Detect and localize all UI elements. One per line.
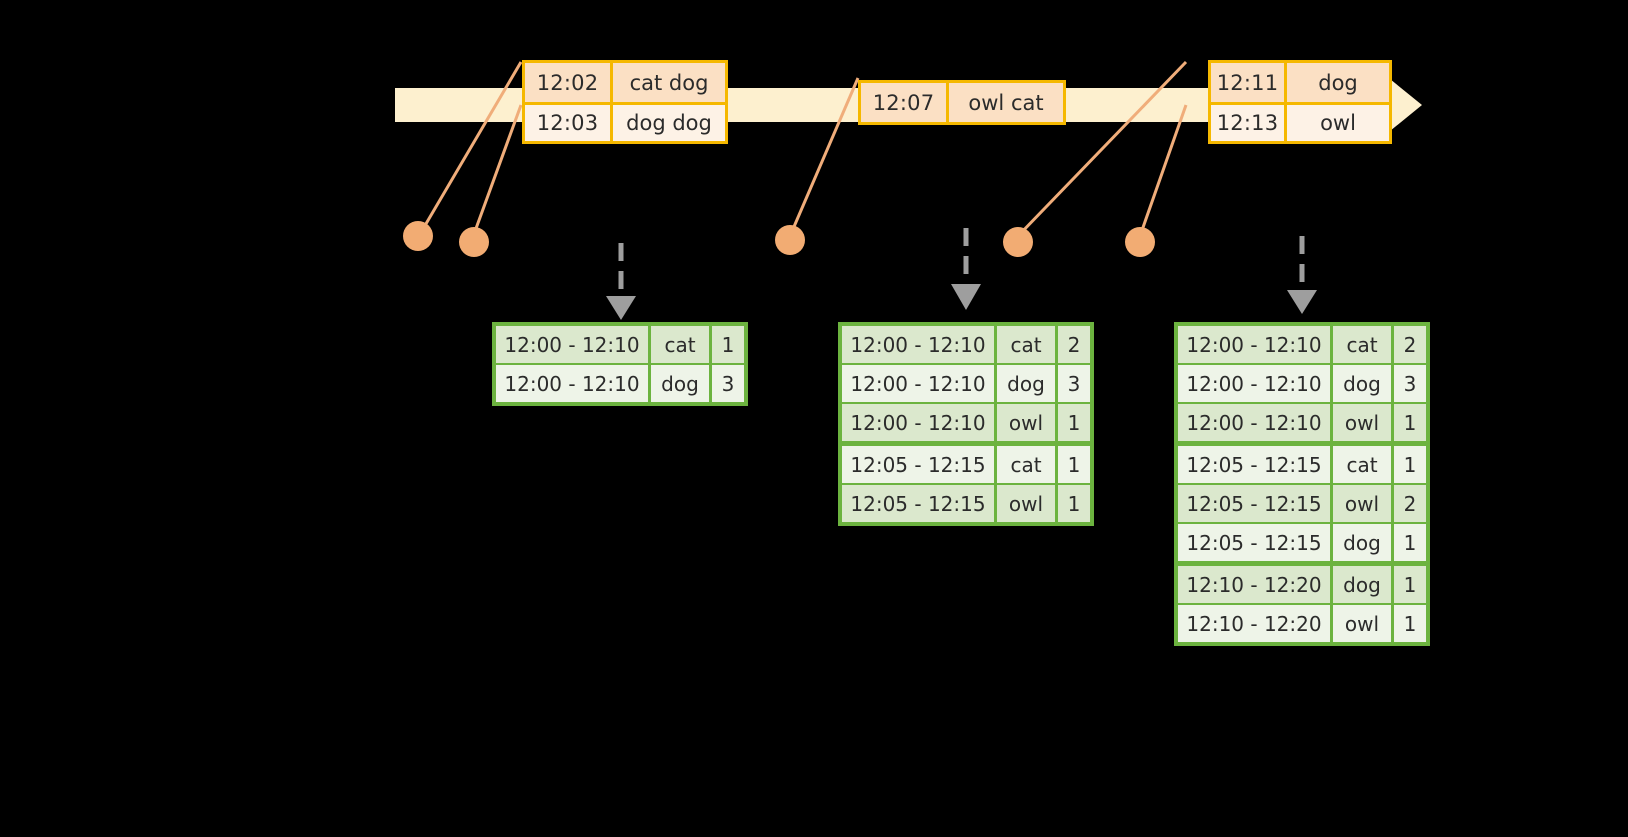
cell-word: cat [651, 326, 709, 363]
cell-window: 12:10 - 12:20 [1178, 566, 1330, 603]
event-group-3[interactable]: 12:11 dog 12:13 owl [1208, 60, 1392, 144]
cell-window: 12:00 - 12:10 [1178, 326, 1330, 363]
cell-count: 3 [1058, 365, 1090, 402]
event-dot-4 [1003, 227, 1033, 257]
cell-window: 12:05 - 12:15 [1178, 446, 1330, 483]
cell-count: 1 [1394, 566, 1426, 603]
cell-word: dog [651, 365, 709, 402]
cell-word: cat [1333, 326, 1391, 363]
cell-count: 3 [712, 365, 744, 402]
cell-word: cat [997, 446, 1055, 483]
cell-window: 12:05 - 12:15 [842, 485, 994, 522]
trigger-arrowheads [606, 284, 1317, 320]
event-group-1[interactable]: 12:02 cat dog 12:03 dog dog [522, 60, 728, 144]
event-text: owl [1320, 111, 1356, 135]
cell-word: owl [997, 404, 1055, 441]
event-row[interactable]: 12:13 owl [1211, 102, 1389, 141]
cell-window: 12:05 - 12:15 [842, 446, 994, 483]
event-dot-1 [403, 221, 433, 251]
cell-count: 2 [1394, 326, 1426, 363]
cell-word: dog [1333, 365, 1391, 402]
cell-word: owl [1333, 605, 1391, 642]
event-time: 12:11 [1211, 63, 1287, 102]
cell-window: 12:00 - 12:10 [842, 326, 994, 363]
event-row[interactable]: 12:02 cat dog [525, 63, 725, 102]
event-dot-3 [775, 225, 805, 255]
cell-word: owl [997, 485, 1055, 522]
cell-window: 12:00 - 12:10 [496, 365, 648, 402]
cell-word: dog [1333, 566, 1391, 603]
cell-word: owl [1333, 404, 1391, 441]
cell-window: 12:05 - 12:15 [1178, 524, 1330, 561]
cell-window: 12:00 - 12:10 [1178, 404, 1330, 441]
cell-word: owl [1333, 485, 1391, 522]
event-group-2[interactable]: 12:07 owl cat [858, 80, 1066, 125]
cell-count: 1 [1394, 404, 1426, 441]
cell-count: 1 [1058, 485, 1090, 522]
event-text: cat dog [629, 70, 709, 95]
trigger-arrows [618, 228, 1305, 300]
cell-window: 12:00 - 12:10 [496, 326, 648, 363]
cell-count: 3 [1394, 365, 1426, 402]
cell-word: cat [997, 326, 1055, 363]
cell-window: 12:00 - 12:10 [1178, 365, 1330, 402]
event-dots [403, 221, 1155, 257]
cell-word: cat [1333, 446, 1391, 483]
cell-window: 12:00 - 12:10 [842, 365, 994, 402]
event-time: 12:03 [525, 105, 613, 141]
cell-count: 1 [1058, 446, 1090, 483]
cell-count: 1 [1394, 605, 1426, 642]
cell-count: 1 [1058, 404, 1090, 441]
cell-count: 1 [1394, 446, 1426, 483]
cell-count: 1 [1394, 524, 1426, 561]
event-dot-5 [1125, 227, 1155, 257]
cell-window: 12:10 - 12:20 [1178, 605, 1330, 642]
event-time: 12:02 [525, 63, 613, 102]
cell-word: dog [1333, 524, 1391, 561]
event-row[interactable]: 12:07 owl cat [861, 83, 1063, 122]
event-row[interactable]: 12:11 dog [1211, 63, 1389, 102]
event-time: 12:07 [861, 83, 949, 122]
event-text: dog [1318, 70, 1358, 95]
event-dot-2 [459, 227, 489, 257]
cell-window: 12:00 - 12:10 [842, 404, 994, 441]
cell-count: 2 [1394, 485, 1426, 522]
event-time: 12:13 [1211, 105, 1287, 141]
cell-count: 2 [1058, 326, 1090, 363]
cell-word: dog [997, 365, 1055, 402]
event-text: owl cat [968, 90, 1044, 115]
event-row[interactable]: 12:03 dog dog [525, 102, 725, 141]
cell-window: 12:05 - 12:15 [1178, 485, 1330, 522]
event-text: dog dog [626, 111, 712, 135]
cell-count: 1 [712, 326, 744, 363]
